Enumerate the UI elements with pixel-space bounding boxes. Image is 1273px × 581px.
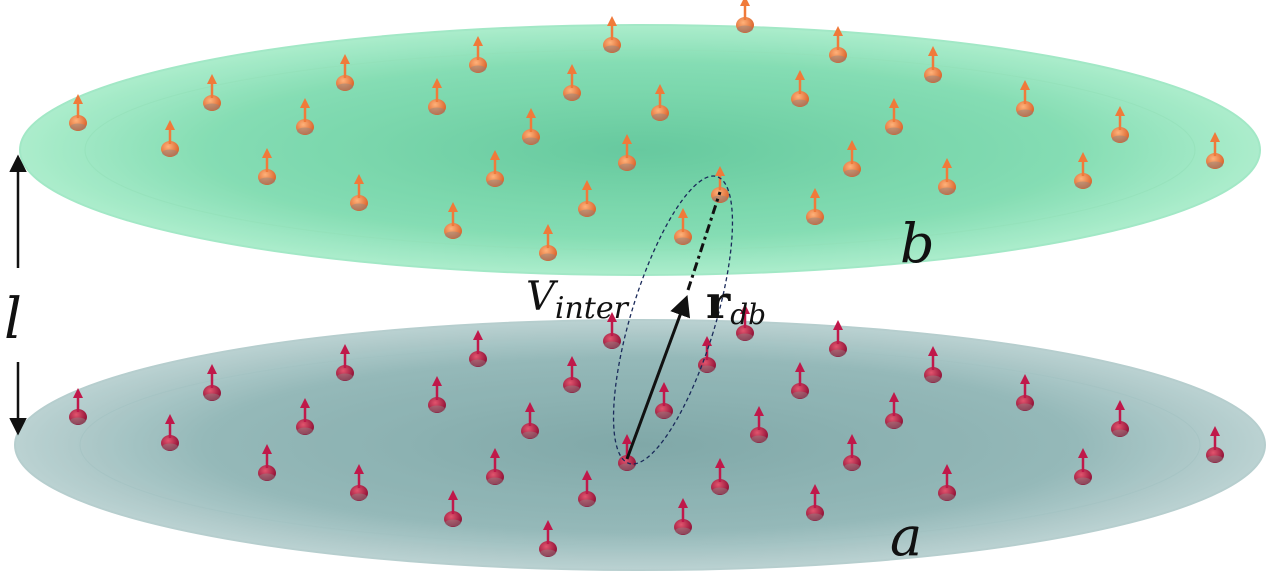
- orange-dipole-icon: [924, 46, 942, 83]
- orange-dipole-icon: [885, 98, 903, 135]
- crimson-dipole-icon: [674, 498, 692, 535]
- orange-dipole-icon: [69, 94, 87, 131]
- orange-dipole-icon: [791, 70, 809, 107]
- crimson-dipole-icon: [578, 470, 596, 507]
- layer-b-dipoles: [69, 0, 1224, 261]
- orange-dipole-icon: [1111, 106, 1129, 143]
- crimson-dipole-icon: [1074, 448, 1092, 485]
- r-db-vector: [625, 191, 722, 460]
- orange-dipole-icon: [258, 148, 276, 185]
- crimson-dipole-icon: [736, 304, 754, 341]
- crimson-dipole-icon: [843, 434, 861, 471]
- crimson-dipole-icon: [203, 364, 221, 401]
- crimson-dipole-icon: [1016, 374, 1034, 411]
- crimson-dipole-icon: [563, 356, 581, 393]
- orange-dipole-icon: [618, 134, 636, 171]
- vector-label-main: r: [706, 275, 731, 329]
- crimson-dipole-icon: [698, 336, 716, 373]
- orange-dipole-icon: [938, 158, 956, 195]
- layer-b-label: b: [900, 212, 935, 275]
- crimson-dipole-icon: [469, 330, 487, 367]
- orange-dipole-icon: [1016, 80, 1034, 117]
- crimson-dipole-icon: [806, 484, 824, 521]
- orange-dipole-icon: [843, 140, 861, 177]
- orange-dipole-icon: [651, 84, 669, 121]
- crimson-dipole-icon: [885, 392, 903, 429]
- interaction-label-main: V: [526, 274, 559, 320]
- orange-dipole-icon: [829, 26, 847, 63]
- crimson-dipole-icon: [258, 444, 276, 481]
- orange-dipole-icon: [161, 120, 179, 157]
- orange-dipole-icon: [428, 78, 446, 115]
- orange-dipole-icon: [806, 188, 824, 225]
- crimson-dipole-icon: [350, 464, 368, 501]
- interaction-ellipse: [612, 175, 734, 465]
- crimson-dipole-icon: [444, 490, 462, 527]
- crimson-dipole-icon: [428, 376, 446, 413]
- crimson-dipole-icon: [296, 398, 314, 435]
- crimson-dipole-icon: [829, 320, 847, 357]
- crimson-dipole-icon: [750, 406, 768, 443]
- orange-dipole-icon: [563, 64, 581, 101]
- vector-label: rdb: [706, 275, 766, 331]
- orange-dipole-icon: [469, 36, 487, 73]
- interaction-label: Vinter: [526, 274, 630, 326]
- orange-dipole-icon: [603, 16, 621, 53]
- crimson-dipole-icon: [655, 382, 673, 419]
- crimson-dipole-icon: [336, 344, 354, 381]
- orange-dipole-icon: [539, 224, 557, 261]
- crimson-dipole-icon: [69, 388, 87, 425]
- orange-dipole-icon: [486, 150, 504, 187]
- orange-dipole-icon: [674, 208, 692, 245]
- layer-b-inner-ring: [84, 49, 1196, 251]
- orange-dipole-icon: [203, 74, 221, 111]
- orange-dipole-icon: [296, 98, 314, 135]
- crimson-dipole-icon: [521, 402, 539, 439]
- crimson-dipole-icon: [791, 362, 809, 399]
- vector-label-sub: db: [730, 298, 766, 331]
- crimson-dipole-icon: [603, 312, 621, 349]
- r-db-dashed-segment: [686, 191, 722, 291]
- crimson-dipole-icon: [1111, 400, 1129, 437]
- orange-dipole-icon: [1206, 132, 1224, 169]
- crimson-dipole-icon: [938, 464, 956, 501]
- orange-dipole-icon: [350, 174, 368, 211]
- crimson-dipole-icon: [539, 520, 557, 557]
- layer-a-label: a: [890, 505, 922, 568]
- orange-dipole-icon: [736, 0, 754, 33]
- layer-a-disk: [14, 319, 1266, 571]
- r-db-solid-segment: [625, 295, 691, 460]
- crimson-dipole-icon: [711, 458, 729, 495]
- layer-b: [19, 0, 1261, 276]
- interaction-label-sub: inter: [555, 291, 630, 326]
- orange-dipole-icon: [336, 54, 354, 91]
- orange-dipole-icon: [578, 180, 596, 217]
- layer-a: [14, 304, 1266, 571]
- layer-a-inner-ring: [79, 344, 1201, 546]
- layer-b-disk: [19, 24, 1261, 276]
- orange-dipole-icon: [444, 202, 462, 239]
- crimson-dipole-icon: [161, 414, 179, 451]
- crimson-dipole-icon: [486, 448, 504, 485]
- crimson-dipole-icon: [924, 346, 942, 383]
- orange-dipole-icon: [522, 108, 540, 145]
- layer-a-dipoles: [69, 304, 1224, 557]
- separation-label: l: [4, 287, 22, 352]
- orange-dipole-icon: [1074, 152, 1092, 189]
- crimson-dipole-icon: [1206, 426, 1224, 463]
